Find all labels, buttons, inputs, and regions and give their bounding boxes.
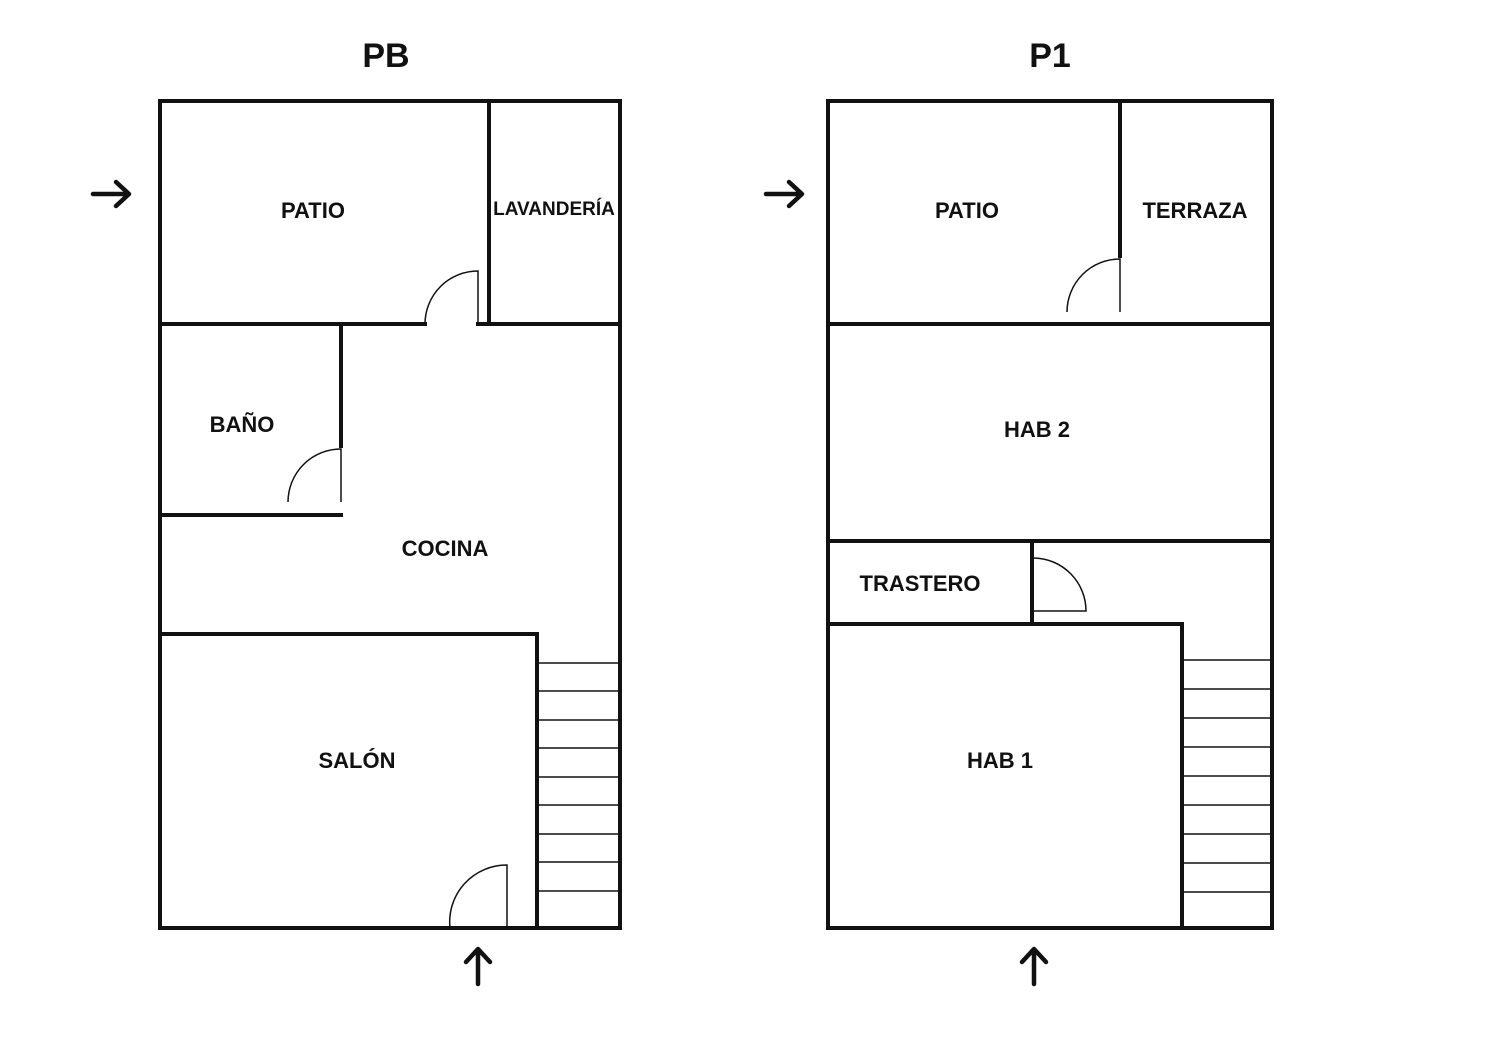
stairs-pb xyxy=(537,662,618,892)
door-patio-p1 xyxy=(1066,258,1121,313)
entrance-arrow-up-icon xyxy=(1019,946,1049,987)
room-label-cocina: COCINA xyxy=(402,536,489,561)
room-label-patio-p1: PATIO xyxy=(935,198,999,223)
room-label-hab1: HAB 1 xyxy=(967,748,1033,773)
room-label-bano: BAÑO xyxy=(210,412,275,437)
door-hab-p1 xyxy=(1033,557,1087,612)
room-label-patio: PATIO xyxy=(281,198,345,223)
floor-pb: PB PATIO LAVANDERÍ xyxy=(90,37,622,987)
door-bano xyxy=(287,448,342,503)
stairs-p1 xyxy=(1182,659,1270,893)
room-label-salon: SALÓN xyxy=(319,748,396,773)
door-salon xyxy=(448,864,508,929)
floor-title-p1: P1 xyxy=(1029,37,1071,75)
floor-title-pb: PB xyxy=(362,37,409,75)
entrance-arrow-right-icon xyxy=(90,179,132,209)
room-label-lavanderia: LAVANDERÍA xyxy=(493,198,615,220)
room-label-hab2: HAB 2 xyxy=(1004,417,1070,442)
room-label-trastero: TRASTERO xyxy=(860,571,981,596)
outer-wall-p1 xyxy=(826,99,1274,930)
floor-p1: P1 PATIO TERRAZA HAB 2 xyxy=(763,37,1274,987)
room-label-terraza: TERRAZA xyxy=(1142,198,1247,223)
entrance-arrow-right-icon xyxy=(763,179,805,209)
door-patio-pb xyxy=(424,270,479,325)
entrance-arrow-up-icon xyxy=(463,946,493,987)
